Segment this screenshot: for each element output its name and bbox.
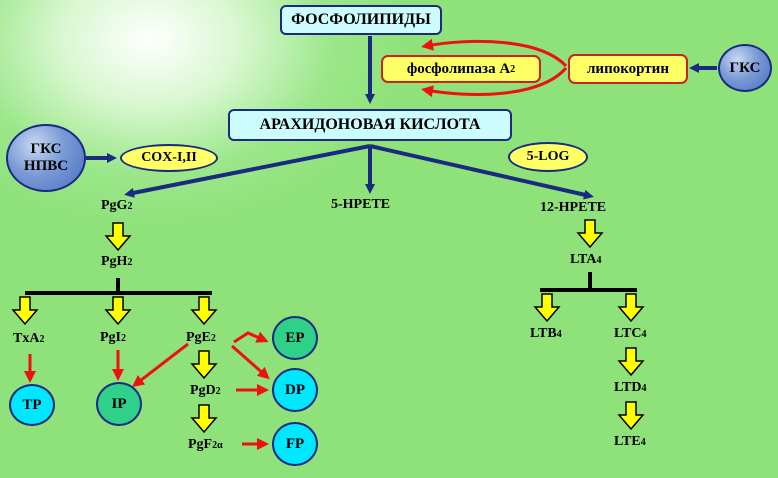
gks-right-circle: ГКС (718, 44, 772, 92)
arrow-to-12hpete (369, 144, 594, 200)
pgd2-label: PgD2 (190, 383, 221, 398)
tp-circle: TP (9, 384, 55, 426)
yellow-arrows (11, 219, 645, 434)
dp-circle: DP (272, 368, 318, 412)
arrow-ltd4-to-lte4 (617, 401, 645, 431)
arrow-to-pge2 (190, 296, 218, 326)
arrow-lipocortin-loop-top (421, 38, 568, 68)
lta4-label: LTA4 (570, 252, 602, 267)
arrow-pgg2-to-pgh2 (104, 222, 132, 252)
arrow-pge2-to-ip (132, 342, 189, 388)
12-hpete-label: 12-HPETE (540, 200, 607, 215)
arrow-pgd2-to-pgf2a (190, 404, 218, 434)
ep-circle: EP (272, 316, 318, 360)
pge2-label: PgE2 (186, 330, 216, 345)
gks-nsaid-circle: ГКС НПВС (6, 124, 86, 192)
pgi2-label: PgI2 (100, 330, 126, 345)
ltb4-label: LTB4 (530, 326, 562, 341)
pgg2-label: PgG2 (101, 198, 133, 213)
arrow-to-pgi2 (104, 296, 132, 326)
pgh2-label: PgH2 (101, 254, 133, 269)
arrow-to-ltb4 (533, 293, 561, 323)
ltc4-label: LTC4 (614, 326, 647, 341)
arrow-to-txa2 (11, 296, 39, 326)
pgf2a-label: PgF2α (188, 437, 223, 452)
5-hpete-label: 5-HPETE (331, 197, 391, 212)
fp-circle: FP (272, 422, 318, 466)
ip-circle: IP (96, 382, 142, 426)
arrow-lipocortin-loop-bottom (421, 67, 568, 98)
arrow-pge2-to-dp (231, 344, 270, 380)
arrow-to-pgg2 (124, 144, 371, 198)
arrow-pge2-to-ep (233, 331, 269, 344)
lte4-label: LTE4 (614, 434, 646, 449)
arrow-to-ltc4 (617, 293, 645, 323)
arachidonic-acid-box: АРАХИДОНОВАЯ КИСЛОТА (228, 109, 512, 141)
ltd4-label: LTD4 (614, 380, 647, 395)
5-log-ellipse: 5-LOG (508, 142, 588, 172)
arrow-12hpete-to-lta4 (576, 219, 604, 249)
lipocortin-box: липокортин (568, 54, 688, 84)
phospholipids-box: ФОСФОЛИПИДЫ (280, 5, 442, 35)
txa2-label: TxA2 (13, 331, 45, 346)
arrow-ltc4-to-ltd4 (617, 347, 645, 377)
cox-ellipse: COX-I,II (120, 144, 218, 172)
arrow-pge2-to-pgd2 (190, 350, 218, 380)
